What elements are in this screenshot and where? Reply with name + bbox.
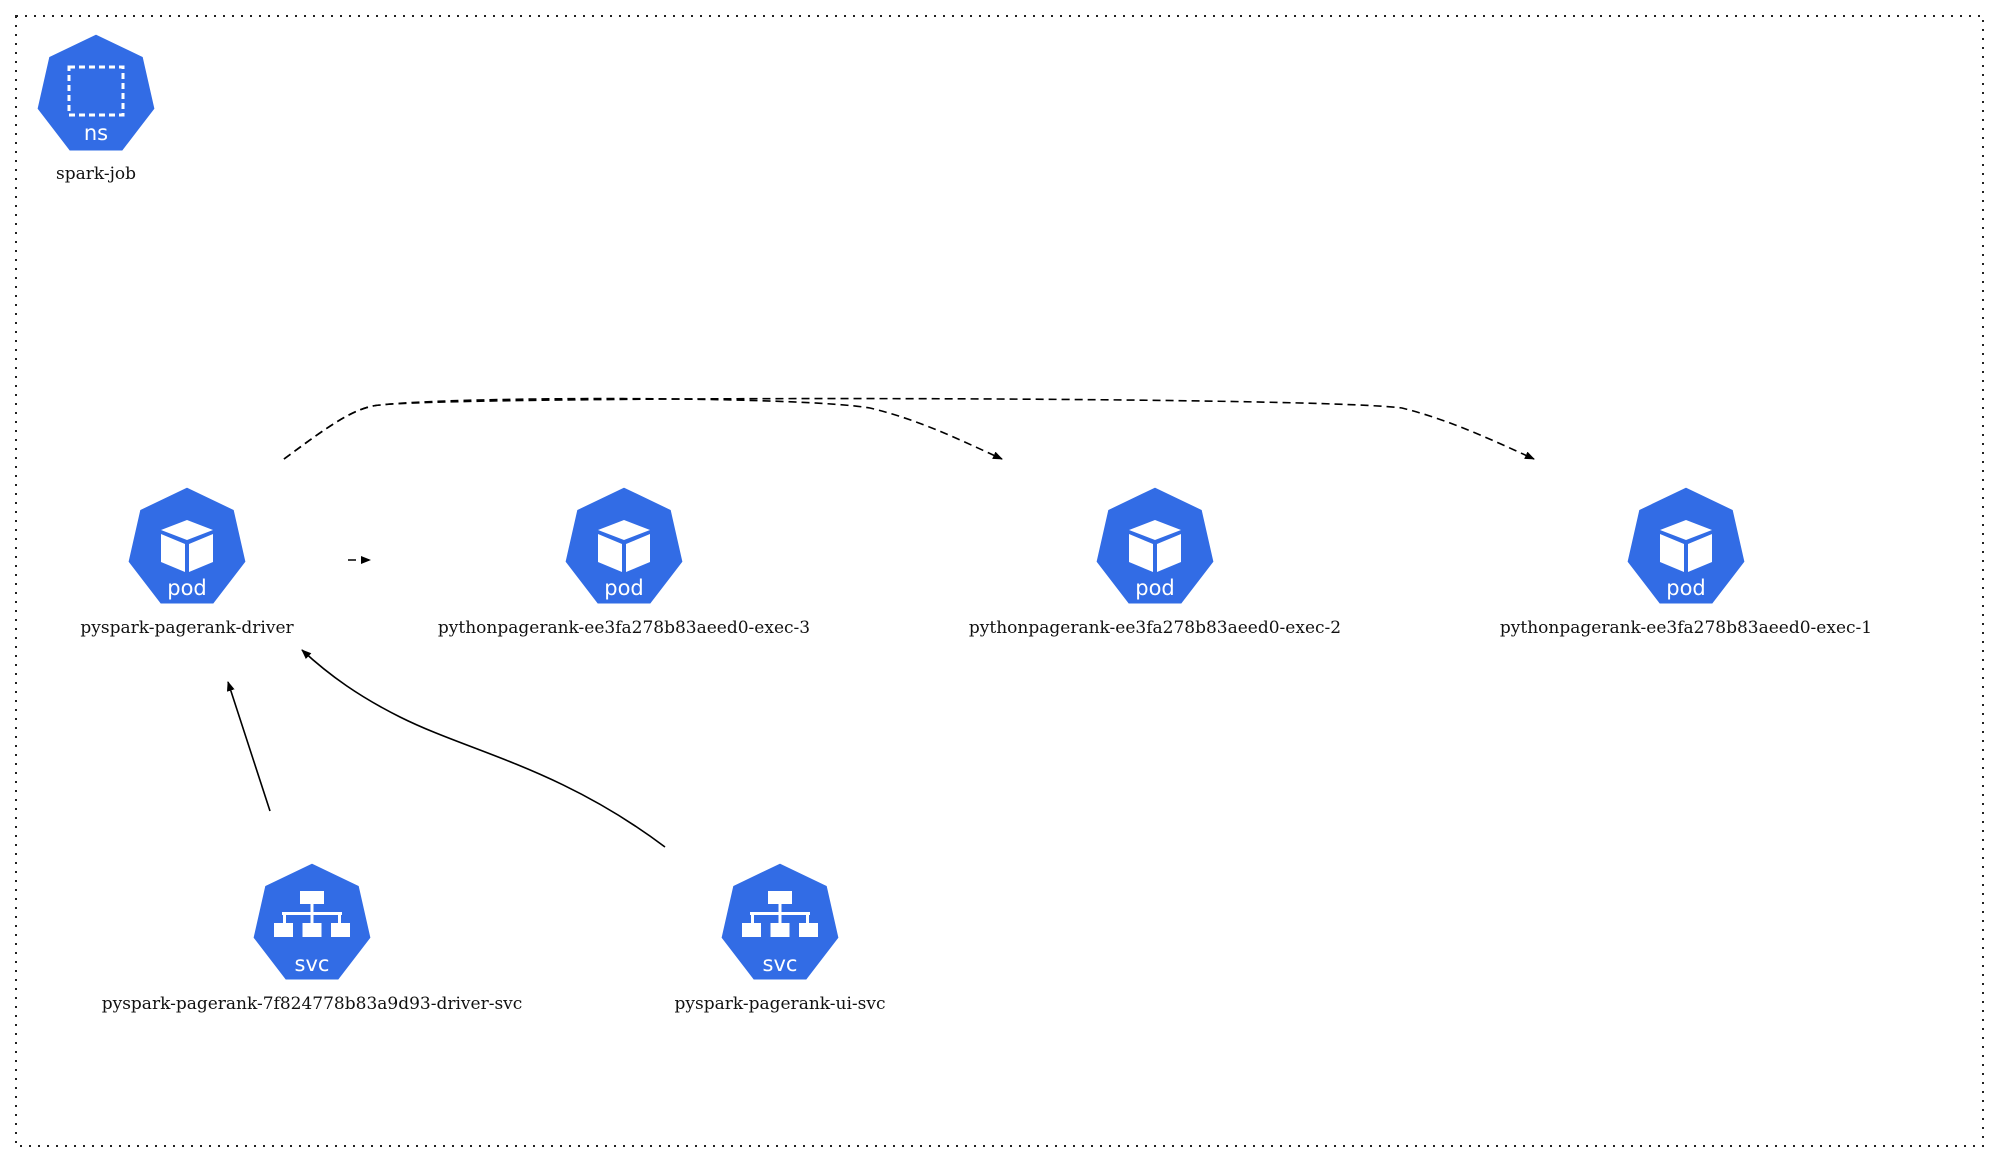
node-svc-ui-svc[interactable]: svc pyspark-pagerank-ui-svc [675,860,886,1014]
node-kind-label: pod [604,576,644,600]
node-label: pyspark-pagerank-7f824778b83a9d93-driver… [102,994,523,1014]
node-pod-exec-2[interactable]: pod pythonpagerank-ee3fa278b83aeed0-exec… [969,484,1341,638]
node-pod-exec-3[interactable]: pod pythonpagerank-ee3fa278b83aeed0-exec… [438,484,810,638]
node-label: pyspark-pagerank-driver [80,618,294,638]
node-kind-label: svc [295,952,330,976]
node-kind-label: ns [84,121,108,145]
node-label: pythonpagerank-ee3fa278b83aeed0-exec-2 [969,618,1341,638]
node-label: pythonpagerank-ee3fa278b83aeed0-exec-3 [438,618,810,638]
node-kind-label: pod [167,576,207,600]
edges-layer [226,397,1535,848]
node-namespace-spark-job[interactable]: ns spark-job [34,31,158,184]
node-pod-pyspark-pagerank-driver[interactable]: pod pyspark-pagerank-driver [80,484,294,638]
edge-drvsvc-to-driver [226,681,271,812]
node-svc-driver-svc[interactable]: svc pyspark-pagerank-7f824778b83a9d93-dr… [102,860,523,1014]
edge-driver-to-exec1 [283,397,1535,460]
node-kind-label: svc [763,952,798,976]
node-pod-exec-1[interactable]: pod pythonpagerank-ee3fa278b83aeed0-exec… [1500,484,1872,638]
edge-driver-to-exec2 [283,397,1003,460]
node-label: pythonpagerank-ee3fa278b83aeed0-exec-1 [1500,618,1872,638]
node-label: pyspark-pagerank-ui-svc [675,994,886,1014]
node-label: spark-job [56,164,136,184]
edge-uisvc-to-driver [301,649,666,848]
node-kind-label: pod [1135,576,1175,600]
node-kind-label: pod [1666,576,1706,600]
